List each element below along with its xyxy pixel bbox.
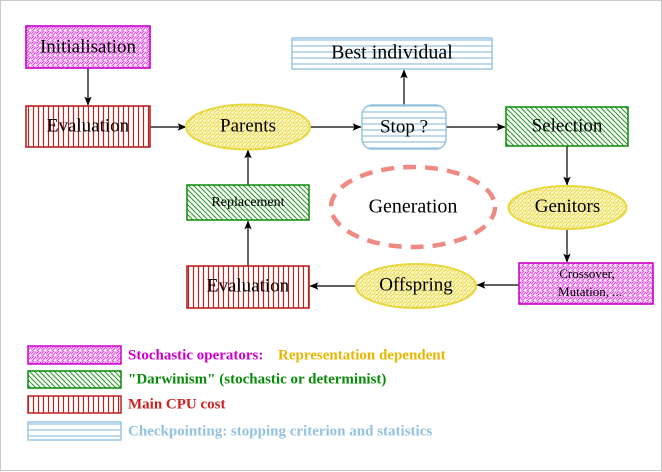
node-evaluation-bottom-shape — [186, 265, 310, 309]
node-evaluation-top[interactable]: Evaluation — [25, 105, 151, 148]
legend-label-stochastic-2: Representation dependent — [278, 347, 446, 363]
node-generation-label: Generation — [369, 196, 458, 218]
legend-label-cpu: Main CPU cost — [128, 396, 226, 412]
node-stop-label: Stop ? — [380, 116, 428, 137]
node-stop[interactable]: Stop ? — [361, 104, 447, 150]
node-stop-shape — [361, 104, 447, 150]
node-offspring-label: Offspring — [379, 274, 453, 295]
node-parents-label: Parents — [220, 115, 276, 136]
node-genitors-shape — [507, 185, 628, 230]
node-genitors[interactable]: Genitors — [507, 185, 628, 230]
node-best-individual-label: Best individual — [331, 42, 453, 64]
node-replacement[interactable]: Replacement — [186, 184, 310, 221]
node-evaluation-bottom[interactable]: Evaluation — [186, 265, 310, 309]
legend-label-stochastic: Stochastic operators: — [128, 347, 263, 363]
legend-swatch-cpu-icon — [27, 395, 122, 414]
edge-layer — [84, 68, 571, 290]
node-best-individual[interactable]: Best individual — [291, 37, 493, 70]
legend-swatch-checkpointing-icon — [27, 421, 122, 441]
node-initialisation-label: Initialisation — [40, 36, 137, 57]
node-genitors-label: Genitors — [535, 196, 600, 217]
legend-label-checkpointing: Checkpointing: stopping criterion and st… — [128, 423, 432, 439]
node-initialisation-shape — [25, 25, 151, 69]
legend-item-checkpointing: Checkpointing: stopping criterion and st… — [27, 421, 432, 441]
node-crossover-mutation-shape — [518, 262, 654, 305]
node-generation-shape — [328, 164, 498, 250]
node-selection-label: Selection — [532, 115, 603, 136]
legend-item-stochastic: Stochastic operators: Representation dep… — [27, 345, 446, 365]
legend-item-darwinism: "Darwinism" (stochastic or determinist) — [27, 370, 386, 389]
node-selection-shape — [505, 106, 629, 147]
node-best-individual-shape — [291, 37, 493, 70]
node-selection[interactable]: Selection — [505, 106, 629, 147]
node-crossover-mutation-label: Crossover, — [559, 266, 614, 281]
node-initialisation[interactable]: Initialisation — [25, 25, 151, 69]
node-evaluation-top-label: Evaluation — [47, 115, 130, 136]
node-offspring-shape — [355, 263, 477, 309]
node-replacement-shape — [186, 184, 310, 221]
node-parents[interactable]: Parents — [185, 103, 311, 151]
legend-label-darwinism: "Darwinism" (stochastic or determinist) — [128, 371, 386, 387]
legend-swatch-darwinism-icon — [27, 370, 122, 389]
node-crossover-mutation[interactable]: Crossover, Mutation, ... — [518, 262, 654, 305]
legend-swatch-stochastic-icon — [27, 345, 122, 365]
legend: Stochastic operators: Representation dep… — [27, 345, 446, 441]
node-replacement-label: Replacement — [211, 195, 284, 210]
node-evaluation-top-shape — [25, 105, 151, 148]
node-crossover-mutation-label-2: Mutation, ... — [558, 284, 622, 299]
node-parents-shape — [185, 103, 311, 151]
node-generation: Generation — [328, 164, 498, 250]
node-offspring[interactable]: Offspring — [355, 263, 477, 309]
node-evaluation-bottom-label: Evaluation — [207, 275, 290, 296]
legend-item-cpu: Main CPU cost — [27, 395, 226, 414]
